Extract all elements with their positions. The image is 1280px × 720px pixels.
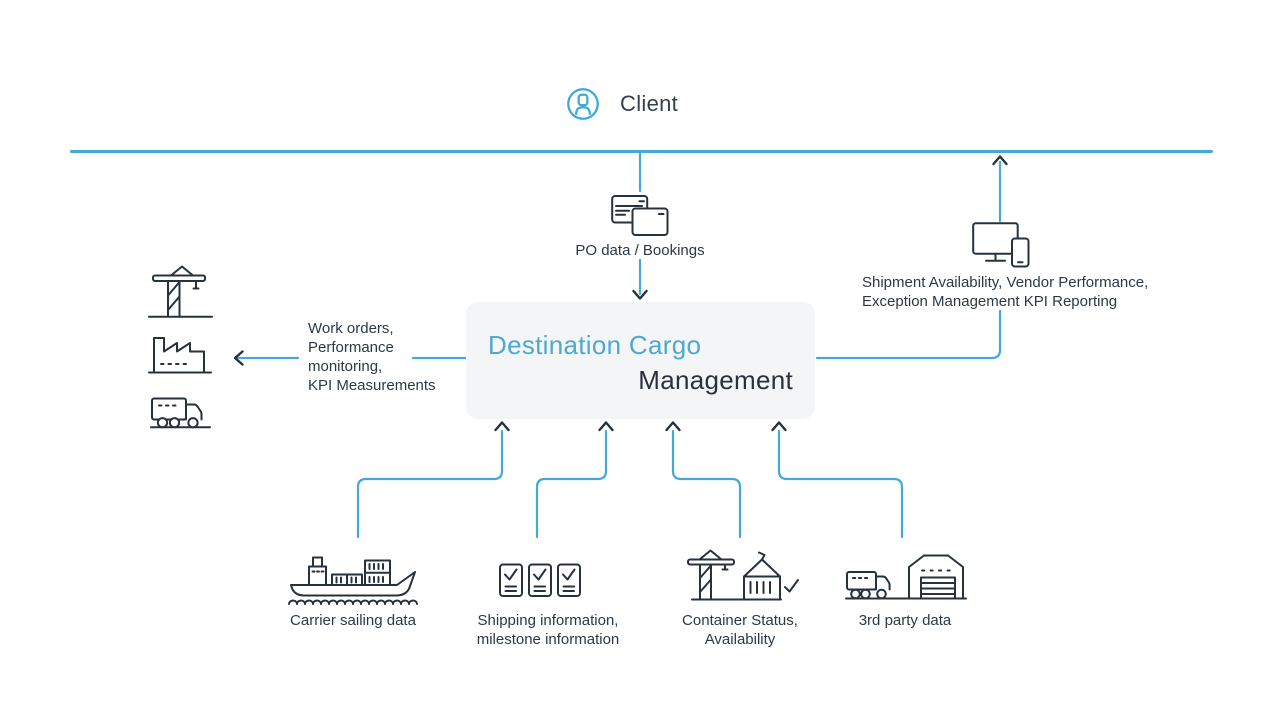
left-output-line4: KPI Measurements xyxy=(308,377,436,394)
box-to-report-elbow xyxy=(815,309,1002,360)
carrier-to-box-connector xyxy=(356,421,510,539)
box-title-line1: Destination Cargo xyxy=(488,330,702,360)
shipping-to-box-connector xyxy=(535,421,614,539)
crane-lifting-container-icon xyxy=(684,546,800,604)
right-output-line1: Shipment Availability, Vendor Performanc… xyxy=(862,274,1149,291)
destination-cargo-management-box: Destination Cargo Management xyxy=(466,302,815,419)
shipping-line1: Shipping information, xyxy=(477,612,619,629)
report-to-client-arrow xyxy=(992,155,1008,223)
user-circle-icon xyxy=(566,87,600,121)
cargo-truck-icon xyxy=(150,393,212,435)
carrier-label: Carrier sailing data xyxy=(290,612,416,629)
left-output-line2: Performance xyxy=(308,339,394,356)
thirdparty-to-box-connector xyxy=(771,421,904,539)
box-title-line2: Management xyxy=(638,365,793,395)
third-party-label: 3rd party data xyxy=(858,612,952,629)
left-output-label: Work orders, Performance monitoring, KPI… xyxy=(308,319,436,395)
container-line2: Availability xyxy=(704,631,776,648)
container-to-box-connector xyxy=(665,421,742,539)
shipping-label: Shipping information, milestone informat… xyxy=(458,611,638,649)
left-output-line1: Work orders, xyxy=(308,320,394,337)
client-boundary-line xyxy=(70,150,1213,153)
factory-icon xyxy=(148,327,212,377)
container-line1: Container Status, xyxy=(682,612,798,629)
shipping-line2: milestone information xyxy=(476,631,620,648)
po-input-label: PO data / Bookings xyxy=(575,242,705,259)
truck-warehouse-icon xyxy=(845,546,967,604)
container-label: Container Status, Availability xyxy=(650,611,830,649)
port-crane-icon xyxy=(148,265,214,319)
po-to-box-arrow xyxy=(632,258,648,300)
checklist-documents-icon xyxy=(499,563,583,599)
booking-cards-icon xyxy=(611,193,669,243)
right-output-line2: Exception Management KPI Reporting xyxy=(862,293,1118,310)
container-ship-icon xyxy=(288,551,424,613)
left-output-line3: monitoring, xyxy=(308,358,383,375)
right-output-label: Shipment Availability, Vendor Performanc… xyxy=(862,273,1192,311)
desktop-mobile-icon xyxy=(972,222,1034,270)
client-label: Client xyxy=(620,91,679,116)
